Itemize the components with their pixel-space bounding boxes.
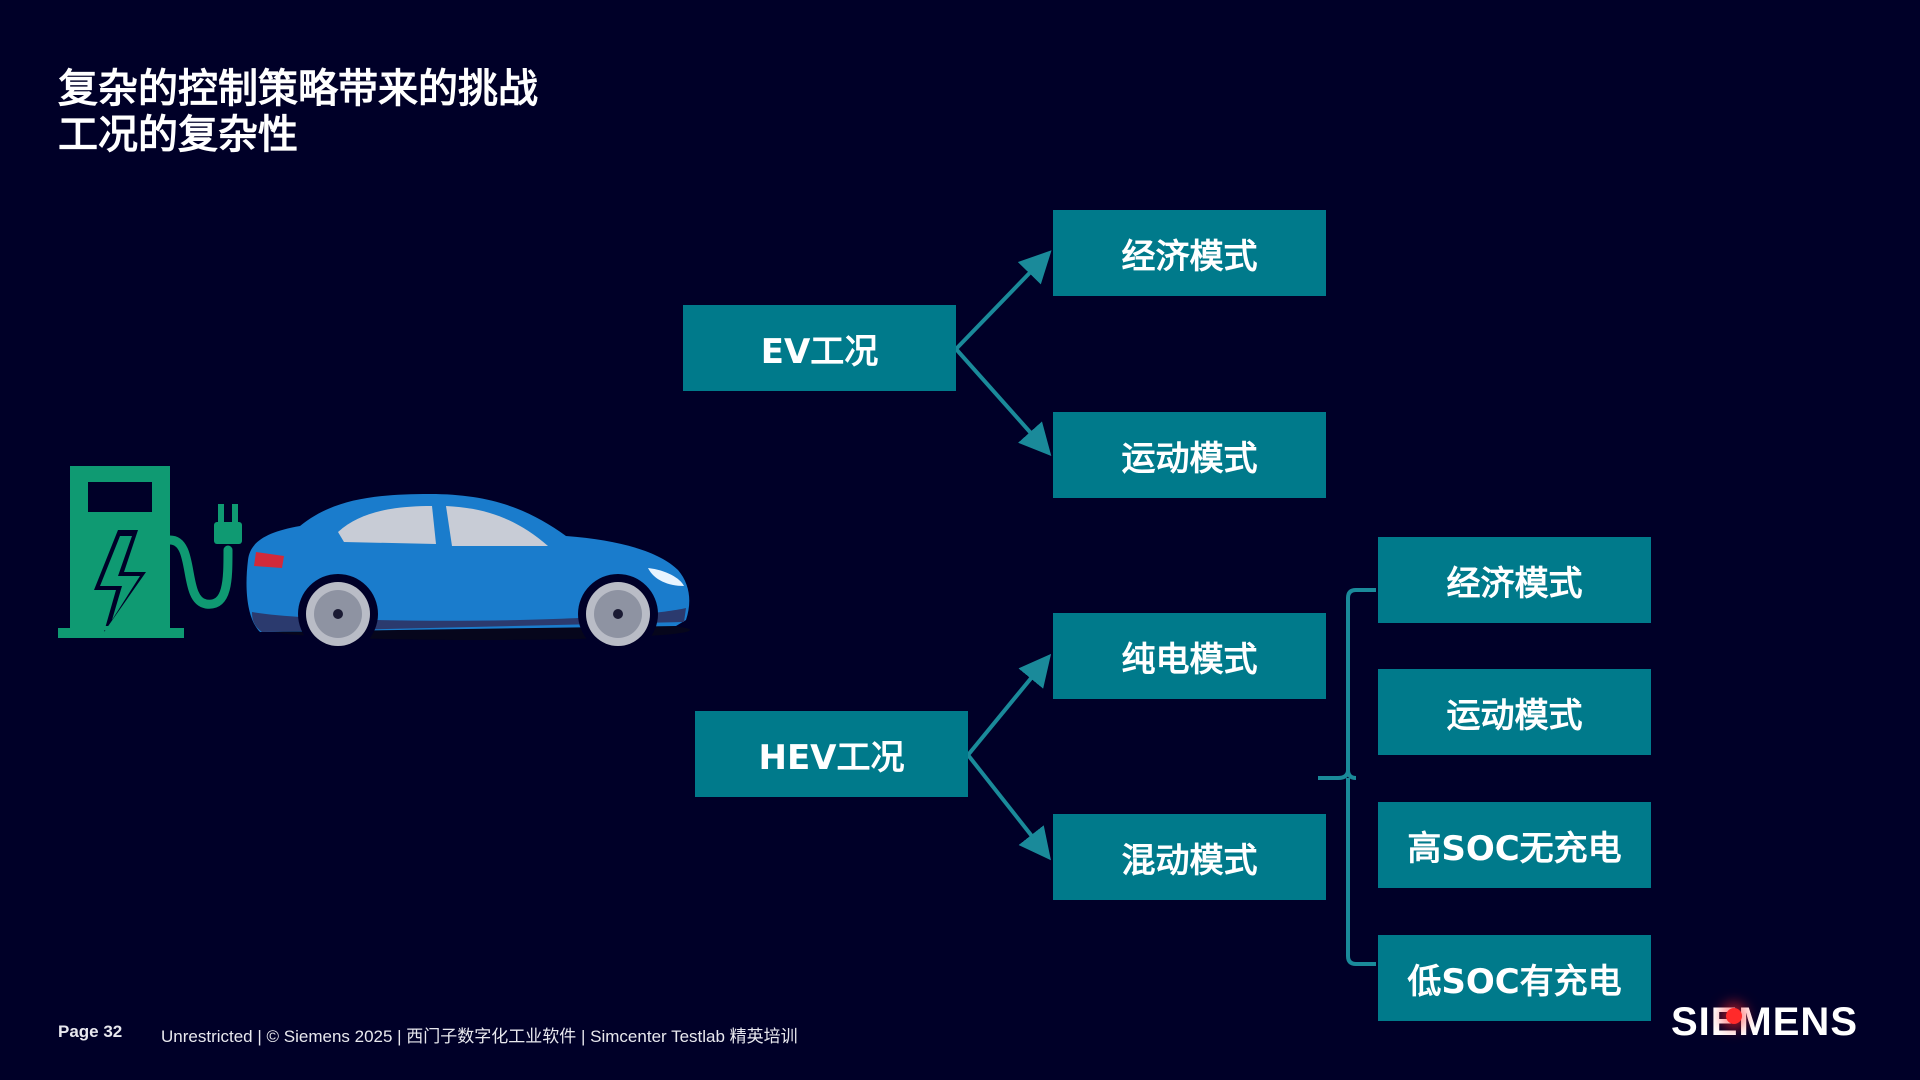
ev-condition-label: EV工况 bbox=[760, 331, 879, 372]
ev-sport-mode-label: 运动模式 bbox=[1121, 438, 1258, 479]
arrow-ev-to-sport bbox=[954, 347, 1052, 456]
electric-car-icon bbox=[246, 494, 690, 654]
sub-sport-mode-label: 运动模式 bbox=[1446, 695, 1583, 736]
sub-high-soc-box: 高SOC无充电 bbox=[1378, 802, 1651, 888]
ev-economy-mode-box: 经济模式 bbox=[1053, 210, 1326, 296]
hev-condition-label: HEV工况 bbox=[758, 737, 905, 778]
ev-economy-mode-label: 经济模式 bbox=[1121, 236, 1258, 277]
ev-sport-mode-box: 运动模式 bbox=[1053, 412, 1326, 498]
title-line-2: 工况的复杂性 bbox=[58, 112, 298, 158]
hev-electric-mode-box: 纯电模式 bbox=[1053, 613, 1326, 699]
charging-station-icon bbox=[58, 466, 242, 638]
sub-sport-mode-box: 运动模式 bbox=[1378, 669, 1651, 755]
hev-electric-mode-label: 纯电模式 bbox=[1121, 639, 1258, 680]
ev-condition-box: EV工况 bbox=[683, 305, 956, 391]
arrow-hev-to-hybrid bbox=[966, 753, 1051, 861]
hev-hybrid-mode-label: 混动模式 bbox=[1121, 840, 1258, 881]
sub-high-soc-label: 高SOC无充电 bbox=[1407, 828, 1622, 869]
hev-hybrid-mode-box: 混动模式 bbox=[1053, 814, 1326, 900]
siemens-logo: SIEMENS bbox=[1670, 1000, 1858, 1044]
page-number: Page 32 bbox=[58, 1022, 123, 1041]
sub-low-soc-box: 低SOC有充电 bbox=[1378, 935, 1651, 1021]
sub-low-soc-label: 低SOC有充电 bbox=[1407, 961, 1622, 1002]
footer-text: Unrestricted | © Siemens 2025 | 西门子数字化工业… bbox=[161, 1027, 798, 1046]
arrow-ev-to-economy bbox=[954, 250, 1052, 351]
page-title: 复杂的控制策略带来的挑战 工况的复杂性 bbox=[58, 66, 538, 158]
sub-economy-mode-box: 经济模式 bbox=[1378, 537, 1651, 623]
arrow-hev-to-electric bbox=[966, 653, 1052, 757]
logo-glow-dot bbox=[1726, 1008, 1742, 1024]
sub-economy-mode-label: 经济模式 bbox=[1446, 563, 1583, 604]
sub-mode-bracket bbox=[1318, 588, 1376, 966]
title-line-1: 复杂的控制策略带来的挑战 bbox=[58, 66, 538, 112]
hev-condition-box: HEV工况 bbox=[695, 711, 968, 797]
